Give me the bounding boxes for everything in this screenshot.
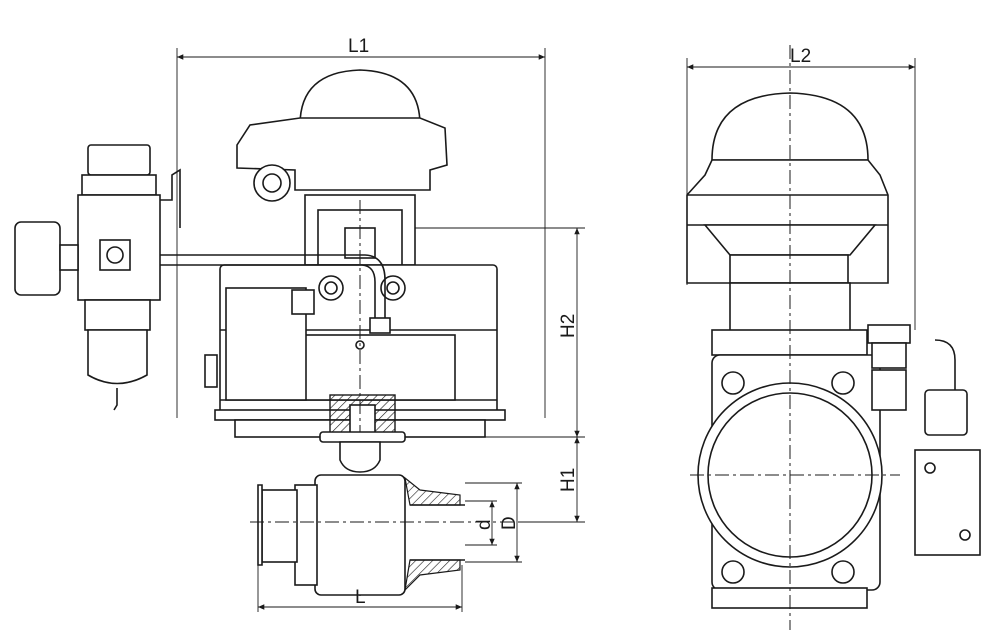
label-h2: H2 bbox=[558, 314, 579, 338]
label-l: L bbox=[355, 587, 366, 608]
switch-box bbox=[236, 117, 448, 191]
dimension-l2: L2 bbox=[686, 46, 916, 330]
dimension-d-D: d D bbox=[465, 482, 522, 563]
label-d: d bbox=[474, 519, 495, 530]
bolts bbox=[721, 371, 855, 584]
label-D: D bbox=[499, 516, 520, 530]
front-view: L1 H2 H1 bbox=[14, 36, 585, 612]
filter-regulator bbox=[77, 144, 181, 411]
dimension-l: L bbox=[257, 565, 463, 612]
label-h1: H1 bbox=[558, 468, 579, 492]
ball-valve bbox=[250, 431, 575, 596]
label-l1: L1 bbox=[348, 36, 369, 57]
dimension-h2-h1: H2 H1 bbox=[370, 227, 585, 523]
side-view: L2 bbox=[686, 45, 981, 630]
indicator-dome bbox=[299, 69, 421, 126]
pressure-gauge bbox=[14, 221, 79, 296]
dimension-l1: L1 bbox=[176, 36, 546, 418]
label-l2: L2 bbox=[790, 46, 811, 67]
